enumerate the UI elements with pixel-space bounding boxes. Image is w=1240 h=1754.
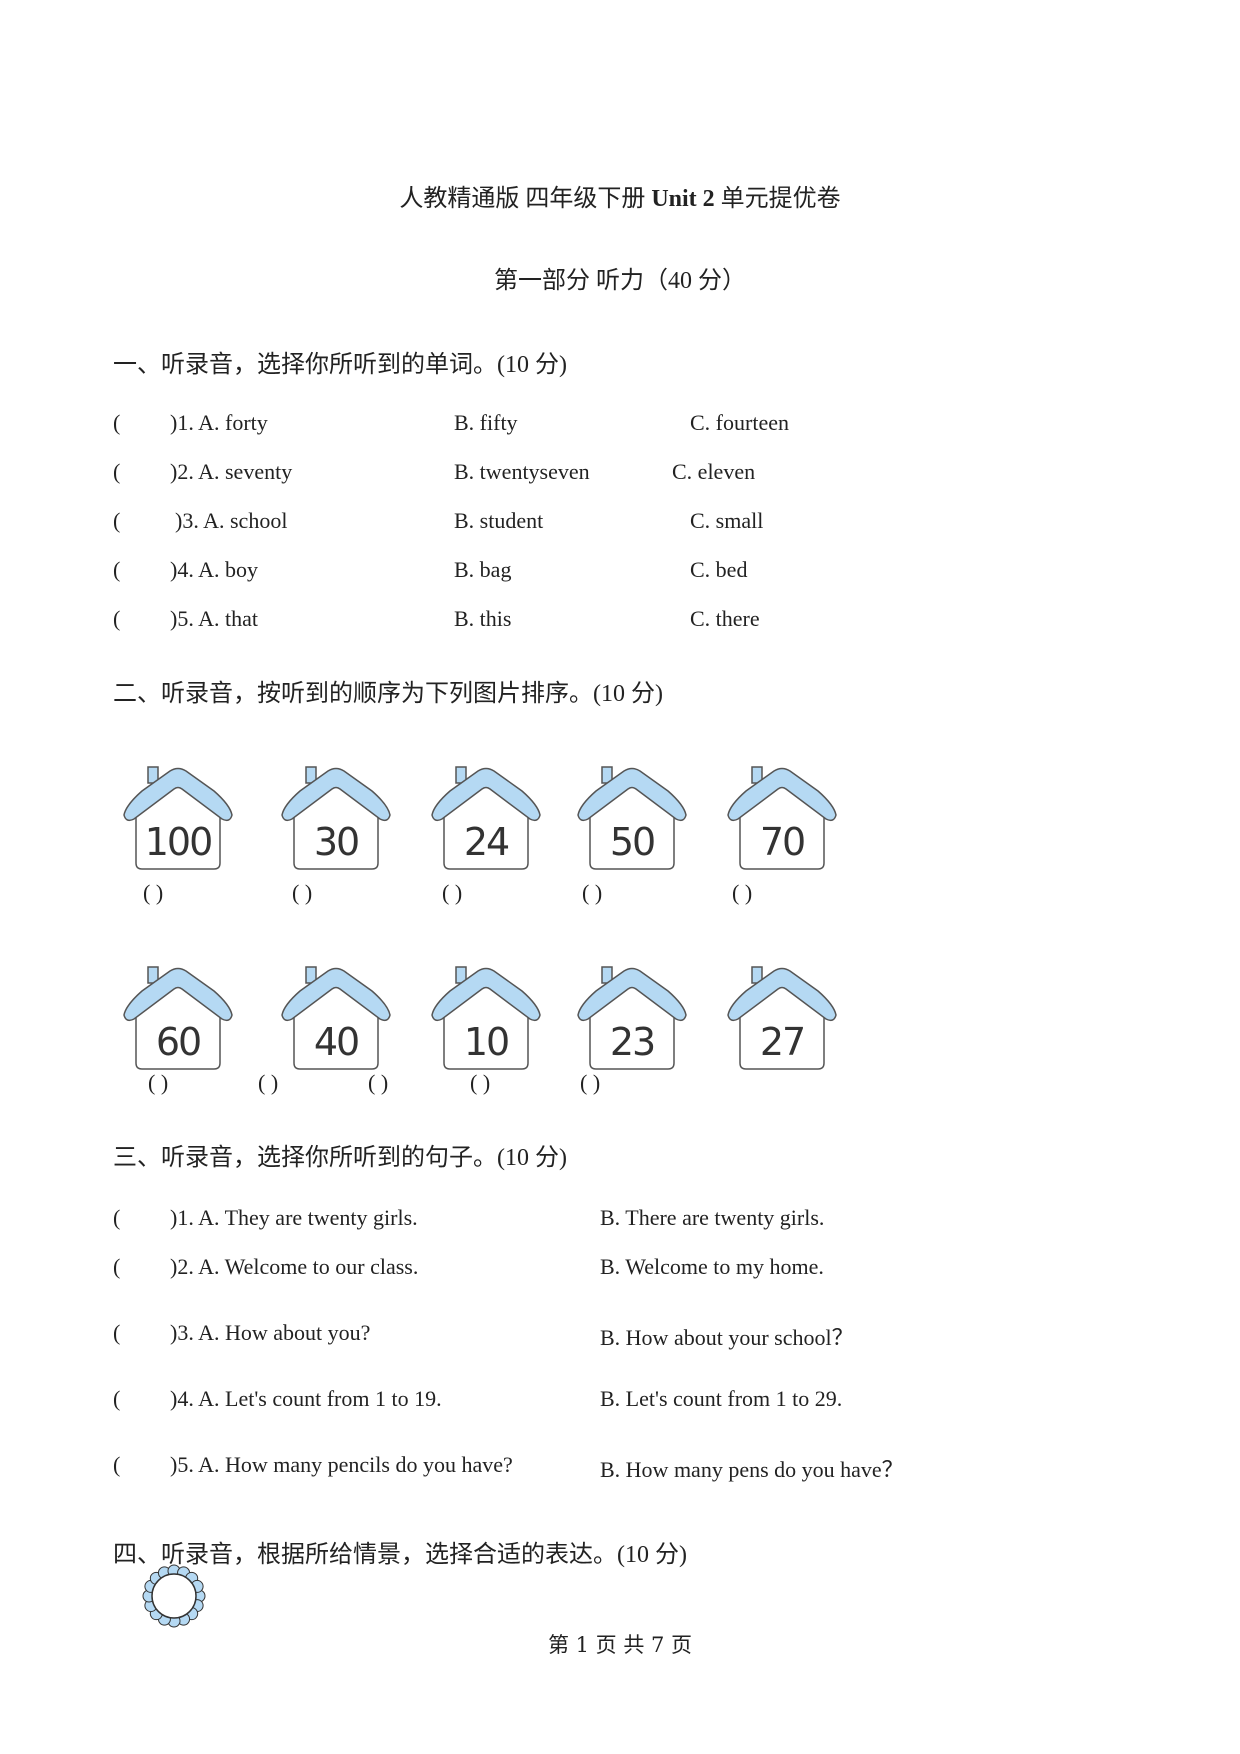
answer-blank[interactable]: ( ) <box>580 1070 601 1095</box>
section2-heading: 二、听录音，按听到的顺序为下列图片排序。(10 分) <box>113 681 663 707</box>
house-number: 30 <box>314 820 358 864</box>
house-number: 10 <box>464 1020 508 1064</box>
house-number: 60 <box>156 1020 200 1064</box>
option-b: B. this <box>454 606 512 631</box>
answer-blank[interactable]: ( ) <box>442 880 463 905</box>
house-number: 40 <box>314 1020 358 1064</box>
house-icon: 50 <box>576 765 688 877</box>
option-a: )3. A. How about you? <box>170 1320 371 1345</box>
option-a: )2. A. Welcome to our class. <box>170 1254 419 1279</box>
option-b: B. bag <box>454 557 512 582</box>
house-icon: 70 <box>726 765 838 877</box>
answer-paren[interactable]: ( <box>113 459 121 484</box>
option-b: B. student <box>454 508 544 533</box>
house-number: 50 <box>610 820 654 864</box>
option-a: )5. A. that <box>170 606 258 631</box>
option-b: B. Let's count from 1 to 29. <box>600 1386 843 1411</box>
answer-blank[interactable]: ( ) <box>292 880 313 905</box>
option-a: )5. A. How many pencils do you have? <box>170 1452 513 1477</box>
answer-blank[interactable]: ( ) <box>470 1070 491 1095</box>
answer-blank[interactable]: ( ) <box>148 1070 169 1095</box>
option-b: B. There are twenty girls. <box>600 1205 825 1230</box>
answer-blank[interactable]: ( ) <box>368 1070 389 1095</box>
title-unit: Unit 2 <box>651 186 721 212</box>
house-icon: 27 <box>726 965 838 1077</box>
answer-paren[interactable]: ( <box>113 1205 121 1230</box>
answer-paren[interactable]: ( <box>113 508 121 533</box>
answer-paren[interactable]: ( <box>113 606 121 631</box>
house-icon: 10 <box>430 965 542 1077</box>
option-b: B. twentyseven <box>454 459 590 484</box>
house-icon: 23 <box>576 965 688 1077</box>
option-c: C. fourteen <box>690 410 789 435</box>
answer-paren[interactable]: ( <box>113 1386 121 1411</box>
answer-blank[interactable]: ( ) <box>732 880 753 905</box>
answer-paren[interactable]: ( <box>113 1320 121 1345</box>
answer-paren[interactable]: ( <box>113 557 121 582</box>
house-number: 27 <box>760 1020 804 1064</box>
option-c: C. there <box>690 606 760 631</box>
section3-heading: 三、听录音，选择你所听到的句子。(10 分) <box>113 1145 567 1171</box>
option-a: )4. A. boy <box>170 557 258 582</box>
house-number: 70 <box>760 820 804 864</box>
option-c: C. eleven <box>672 459 756 484</box>
title-suffix: 单元提优卷 <box>720 186 841 212</box>
section4-heading: 四、听录音，根据所给情景，选择合适的表达。(10 分) <box>113 1542 687 1568</box>
option-a: )2. A. seventy <box>170 459 293 484</box>
house-icon: 24 <box>430 765 542 877</box>
house-number: 24 <box>464 820 509 864</box>
house-icon: 30 <box>280 765 392 877</box>
option-c: C. bed <box>690 557 748 582</box>
option-a: )4. A. Let's count from 1 to 19. <box>170 1386 442 1411</box>
option-b: B. How about your school？ <box>600 1325 854 1350</box>
option-a: )1. A. They are twenty girls. <box>170 1205 418 1230</box>
house-number: 23 <box>610 1020 654 1064</box>
page-footer: 第 1 页 共 7 页 <box>547 1633 693 1657</box>
answer-blank[interactable]: ( ) <box>582 880 603 905</box>
option-a: )1. A. forty <box>170 410 268 435</box>
scalloped-frame-icon <box>142 1564 206 1628</box>
house-icon: 60 <box>122 965 234 1077</box>
part-title: 第一部分 听力（40 分） <box>494 268 746 294</box>
answer-paren[interactable]: ( <box>113 1254 121 1279</box>
house-icon: 40 <box>280 965 392 1077</box>
answer-paren[interactable]: ( <box>113 1452 121 1477</box>
answer-paren[interactable]: ( <box>113 410 121 435</box>
option-b: B. How many pens do you have？ <box>600 1457 904 1482</box>
option-b: B. Welcome to my home. <box>600 1254 824 1279</box>
option-c: C. small <box>690 508 764 533</box>
section1-heading: 一、听录音，选择你所听到的单词。(10 分) <box>113 352 567 378</box>
option-a: )3. A. school <box>175 508 288 533</box>
option-b: B. fifty <box>454 410 518 435</box>
house-number: 100 <box>145 820 212 864</box>
title-prefix: 人教精通版 四年级下册 <box>399 186 652 212</box>
answer-blank[interactable]: ( ) <box>258 1070 279 1095</box>
document-title: 人教精通版 四年级下册 Unit 2 单元提优卷 <box>0 178 1240 213</box>
house-icon: 100 <box>122 765 234 877</box>
answer-blank[interactable]: ( ) <box>143 880 164 905</box>
